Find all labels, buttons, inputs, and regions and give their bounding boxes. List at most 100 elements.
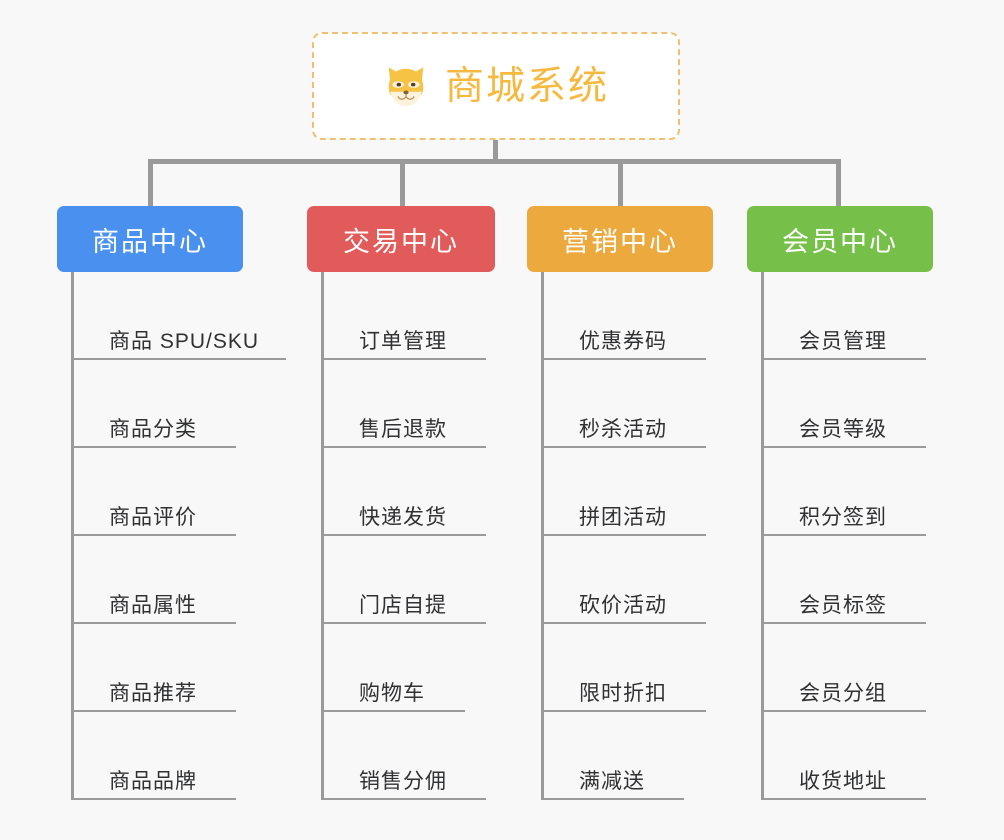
category-label: 营销中心 bbox=[562, 226, 678, 257]
leaf-connector-underline bbox=[321, 446, 486, 448]
leaf-label: 会员分组 bbox=[799, 681, 887, 705]
leaf-connector-underline bbox=[321, 622, 486, 624]
leaf-label: 门店自提 bbox=[359, 593, 447, 617]
leaf-item[interactable]: 限时折扣 bbox=[541, 624, 713, 712]
leaf-connector-underline bbox=[321, 534, 486, 536]
leaf-item[interactable]: 满减送 bbox=[541, 712, 713, 800]
leaf-item[interactable]: 秒杀活动 bbox=[541, 360, 713, 448]
leaf-list: 商品 SPU/SKU 商品分类商品评价商品属性商品推荐商品品牌 bbox=[71, 272, 286, 800]
leaf-connector-underline bbox=[71, 710, 236, 712]
leaf-list: 优惠券码秒杀活动拼团活动砍价活动限时折扣满减送 bbox=[541, 272, 713, 800]
leaf-label: 优惠券码 bbox=[579, 329, 667, 353]
leaf-label: 会员标签 bbox=[799, 593, 887, 617]
leaf-item[interactable]: 商品 SPU/SKU bbox=[71, 272, 286, 360]
connector-drop-2 bbox=[400, 159, 405, 207]
leaf-item[interactable]: 商品品牌 bbox=[71, 712, 243, 800]
root-node-label: 商城系统 bbox=[444, 64, 609, 108]
category-column: 商品中心商品 SPU/SKU 商品分类商品评价商品属性商品推荐商品品牌 bbox=[57, 206, 286, 800]
leaf-connector-underline bbox=[71, 358, 286, 360]
leaf-label: 拼团活动 bbox=[579, 505, 667, 529]
leaf-item[interactable]: 订单管理 bbox=[321, 272, 495, 360]
leaf-item[interactable]: 门店自提 bbox=[321, 536, 495, 624]
category-label: 会员中心 bbox=[782, 226, 898, 257]
leaf-list: 订单管理售后退款快递发货门店自提购物车销售分佣 bbox=[321, 272, 495, 800]
leaf-label: 积分签到 bbox=[799, 505, 887, 529]
leaf-connector-underline bbox=[541, 798, 684, 800]
category-box[interactable]: 交易中心 bbox=[307, 206, 495, 272]
leaf-label: 售后退款 bbox=[359, 417, 447, 441]
connector-drop-1 bbox=[148, 159, 153, 207]
leaf-item[interactable]: 会员管理 bbox=[761, 272, 933, 360]
root-node-mall-system[interactable]: 商城系统 bbox=[312, 32, 680, 140]
leaf-connector-underline bbox=[761, 534, 926, 536]
leaf-label: 商品 SPU/SKU bbox=[109, 329, 260, 353]
leaf-label: 秒杀活动 bbox=[579, 417, 667, 441]
leaf-list: 会员管理会员等级积分签到会员标签会员分组收货地址 bbox=[761, 272, 933, 800]
leaf-connector-underline bbox=[541, 710, 706, 712]
leaf-item[interactable]: 会员等级 bbox=[761, 360, 933, 448]
leaf-item[interactable]: 商品分类 bbox=[71, 360, 243, 448]
leaf-connector-underline bbox=[761, 798, 926, 800]
connector-spine bbox=[541, 272, 544, 800]
connector-spine bbox=[71, 272, 74, 800]
leaf-connector-underline bbox=[761, 622, 926, 624]
leaf-connector-underline bbox=[541, 534, 706, 536]
leaf-label: 商品推荐 bbox=[109, 681, 197, 705]
connector-drop-3 bbox=[618, 159, 623, 207]
leaf-item[interactable]: 拼团活动 bbox=[541, 448, 713, 536]
leaf-connector-underline bbox=[541, 622, 706, 624]
leaf-label: 满减送 bbox=[579, 769, 645, 793]
leaf-item[interactable]: 砍价活动 bbox=[541, 536, 713, 624]
leaf-item[interactable]: 售后退款 bbox=[321, 360, 495, 448]
leaf-connector-underline bbox=[321, 358, 486, 360]
leaf-label: 购物车 bbox=[359, 681, 425, 705]
leaf-label: 会员等级 bbox=[799, 417, 887, 441]
connector-spine bbox=[321, 272, 324, 800]
leaf-label: 砍价活动 bbox=[579, 593, 667, 617]
leaf-connector-underline bbox=[71, 534, 236, 536]
leaf-connector-underline bbox=[321, 798, 486, 800]
category-box[interactable]: 营销中心 bbox=[527, 206, 713, 272]
leaf-connector-underline bbox=[71, 798, 236, 800]
leaf-item[interactable]: 商品属性 bbox=[71, 536, 243, 624]
leaf-item[interactable]: 销售分佣 bbox=[321, 712, 495, 800]
category-label: 交易中心 bbox=[343, 226, 459, 257]
leaf-label: 订单管理 bbox=[359, 329, 447, 353]
leaf-label: 商品属性 bbox=[109, 593, 197, 617]
leaf-label: 快递发货 bbox=[359, 505, 447, 529]
leaf-item[interactable]: 收货地址 bbox=[761, 712, 933, 800]
shiba-dog-icon bbox=[388, 67, 424, 107]
connector-spine bbox=[761, 272, 764, 800]
connector-root-stem bbox=[493, 140, 498, 163]
leaf-connector-underline bbox=[71, 622, 236, 624]
leaf-label: 限时折扣 bbox=[579, 681, 667, 705]
leaf-item[interactable]: 快递发货 bbox=[321, 448, 495, 536]
leaf-label: 商品分类 bbox=[109, 417, 197, 441]
leaf-label: 收货地址 bbox=[799, 769, 887, 793]
leaf-label: 商品评价 bbox=[109, 505, 197, 529]
leaf-connector-underline bbox=[761, 446, 926, 448]
leaf-connector-underline bbox=[541, 358, 706, 360]
leaf-item[interactable]: 会员分组 bbox=[761, 624, 933, 712]
category-box[interactable]: 会员中心 bbox=[747, 206, 933, 272]
leaf-connector-underline bbox=[321, 710, 465, 712]
leaf-item[interactable]: 商品评价 bbox=[71, 448, 243, 536]
leaf-item[interactable]: 商品推荐 bbox=[71, 624, 243, 712]
leaf-label: 会员管理 bbox=[799, 329, 887, 353]
leaf-item[interactable]: 积分签到 bbox=[761, 448, 933, 536]
leaf-connector-underline bbox=[541, 446, 706, 448]
leaf-item[interactable]: 购物车 bbox=[321, 624, 495, 712]
connector-drop-4 bbox=[836, 159, 841, 207]
leaf-item[interactable]: 优惠券码 bbox=[541, 272, 713, 360]
connector-horizontal-bar bbox=[148, 159, 841, 164]
leaf-connector-underline bbox=[761, 710, 926, 712]
leaf-connector-underline bbox=[71, 446, 236, 448]
leaf-label: 销售分佣 bbox=[359, 769, 447, 793]
leaf-item[interactable]: 会员标签 bbox=[761, 536, 933, 624]
leaf-label: 商品品牌 bbox=[109, 769, 197, 793]
leaf-connector-underline bbox=[761, 358, 926, 360]
category-box[interactable]: 商品中心 bbox=[57, 206, 243, 272]
category-column: 交易中心订单管理售后退款快递发货门店自提购物车销售分佣 bbox=[307, 206, 495, 800]
category-column: 会员中心会员管理会员等级积分签到会员标签会员分组收货地址 bbox=[747, 206, 933, 800]
